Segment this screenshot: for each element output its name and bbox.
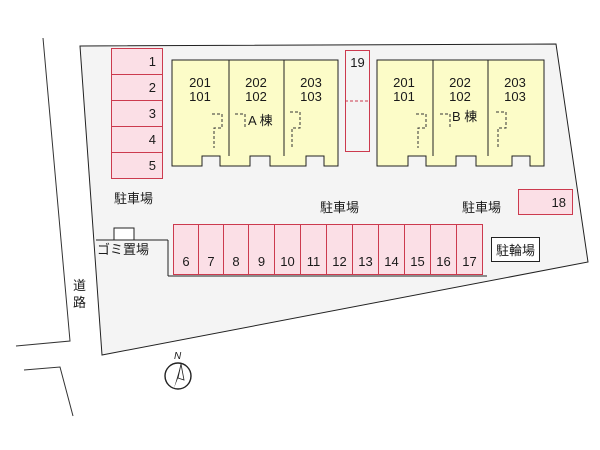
parking-label-center: 駐車場 [320, 200, 360, 215]
parking-slot-12: 12 [326, 224, 353, 275]
road-edge-upper [15, 37, 71, 347]
building-b-unit-1-lower: 101 [393, 89, 415, 104]
north-label: N [174, 351, 182, 362]
building-a-unit-1-upper: 201 [189, 75, 211, 90]
building-a-unit-1-lower: 101 [189, 89, 211, 104]
garbage-area-box [113, 227, 135, 241]
parking-slot-5: 5 [111, 152, 163, 179]
parking-slot-1: 1 [111, 48, 163, 75]
parking-slot-4: 4 [111, 126, 163, 153]
building-b-unit-1-upper: 201 [393, 75, 415, 90]
building-b-outline [376, 59, 545, 167]
building-a-unit-2-upper: 202 [245, 75, 267, 90]
north-arrow-icon [164, 362, 192, 390]
garbage-area-label: ゴミ置場 [97, 242, 150, 257]
parking-slot-3: 3 [111, 100, 163, 127]
parking-slot-2: 2 [111, 74, 163, 101]
road-label-char-2: 路 [73, 295, 87, 310]
parking-slot-14: 14 [378, 224, 405, 275]
parking-slot-10: 10 [274, 224, 301, 275]
building-b-label: B 棟 [452, 109, 478, 124]
building-b-stairs [416, 111, 507, 148]
building-b-unit-3-upper: 203 [504, 75, 526, 90]
parking-slot-16: 16 [430, 224, 457, 275]
building-a-unit-2-lower: 102 [245, 89, 267, 104]
building-b-unit-2-upper: 202 [449, 75, 471, 90]
parking-slot-13: 13 [352, 224, 379, 275]
building-a-stairs [212, 111, 301, 148]
parking-slot-7: 7 [198, 224, 224, 275]
building-a-outline [171, 59, 339, 167]
parking-slot-8: 8 [223, 224, 249, 275]
parking-slot-19: 19 [345, 50, 370, 152]
building-a-unit-3-lower: 103 [300, 89, 322, 104]
building-a-label: A 棟 [248, 113, 273, 128]
parking-slot-18: 18 [518, 189, 573, 215]
parking-label-right: 駐車場 [462, 200, 502, 215]
bicycle-parking-label: 駐輪場 [491, 237, 541, 262]
parking-slot-15: 15 [404, 224, 431, 275]
parking-slot-9: 9 [248, 224, 275, 275]
parking-slot-11: 11 [300, 224, 327, 275]
road-label-char-1: 道 [73, 278, 87, 293]
building-b-unit-2-lower: 102 [449, 89, 471, 104]
building-b-unit-3-lower: 103 [504, 89, 526, 104]
parking-slot-6: 6 [173, 224, 199, 275]
parking-label-left: 駐車場 [114, 191, 154, 206]
building-a-unit-3-upper: 203 [300, 75, 322, 90]
parking-slot-17: 17 [456, 224, 483, 275]
road-edge-lower [23, 366, 74, 417]
